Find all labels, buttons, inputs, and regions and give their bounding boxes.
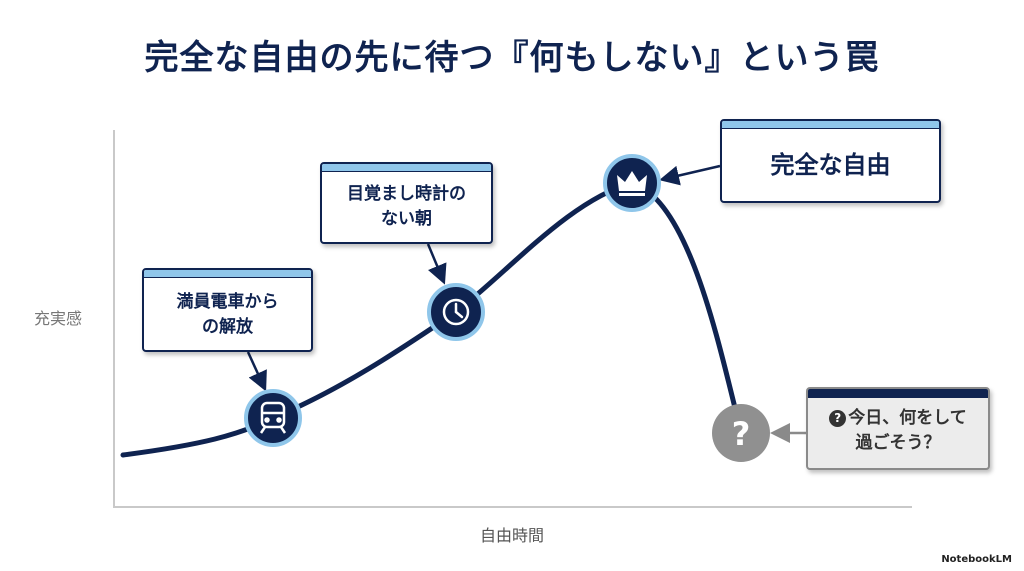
commute-callout-line2: の解放 — [202, 317, 253, 337]
callout-header-bar — [722, 121, 939, 129]
commute-arrow — [246, 351, 267, 392]
y-axis-label: 充実感 — [34, 309, 83, 328]
train-node — [244, 389, 302, 447]
question-bullet-icon: ? — [829, 410, 847, 427]
question-callout-line2: 過ごそう？ — [855, 433, 941, 453]
page-title: 完全な自由の先に待つ『何もしない』という罠 — [144, 38, 880, 78]
x-axis-label: 自由時間 — [479, 526, 544, 545]
crown-node — [603, 154, 661, 212]
callout-header-bar — [808, 389, 988, 398]
morning-callout-line1: 目覚まし時計の — [347, 184, 466, 204]
callout-header-bar — [144, 270, 311, 278]
freedom-arrow — [659, 164, 721, 186]
commute-callout-line1: 満員電車から — [176, 292, 279, 312]
question-node: ? — [712, 404, 770, 462]
clock-icon — [442, 298, 470, 326]
commute-callout: 満員電車から の解放 — [142, 268, 313, 352]
question-icon: ? — [732, 415, 751, 453]
freedom-callout-text: 完全な自由 — [770, 151, 891, 179]
morning-callout-line2: ない朝 — [381, 209, 432, 229]
morning-arrow — [426, 243, 447, 285]
crown-icon — [617, 171, 647, 196]
freedom-callout: 完全な自由 — [720, 119, 941, 203]
clock-node — [427, 283, 485, 341]
morning-callout: 目覚まし時計の ない朝 — [320, 162, 493, 244]
question-callout-line1: 今日、何をして — [848, 408, 967, 428]
callout-header-bar — [322, 164, 491, 172]
notebooklm-watermark: NotebookLM — [941, 554, 1012, 565]
train-icon — [259, 401, 287, 434]
question-callout: ?今日、何をして 過ごそう？ — [806, 387, 990, 470]
